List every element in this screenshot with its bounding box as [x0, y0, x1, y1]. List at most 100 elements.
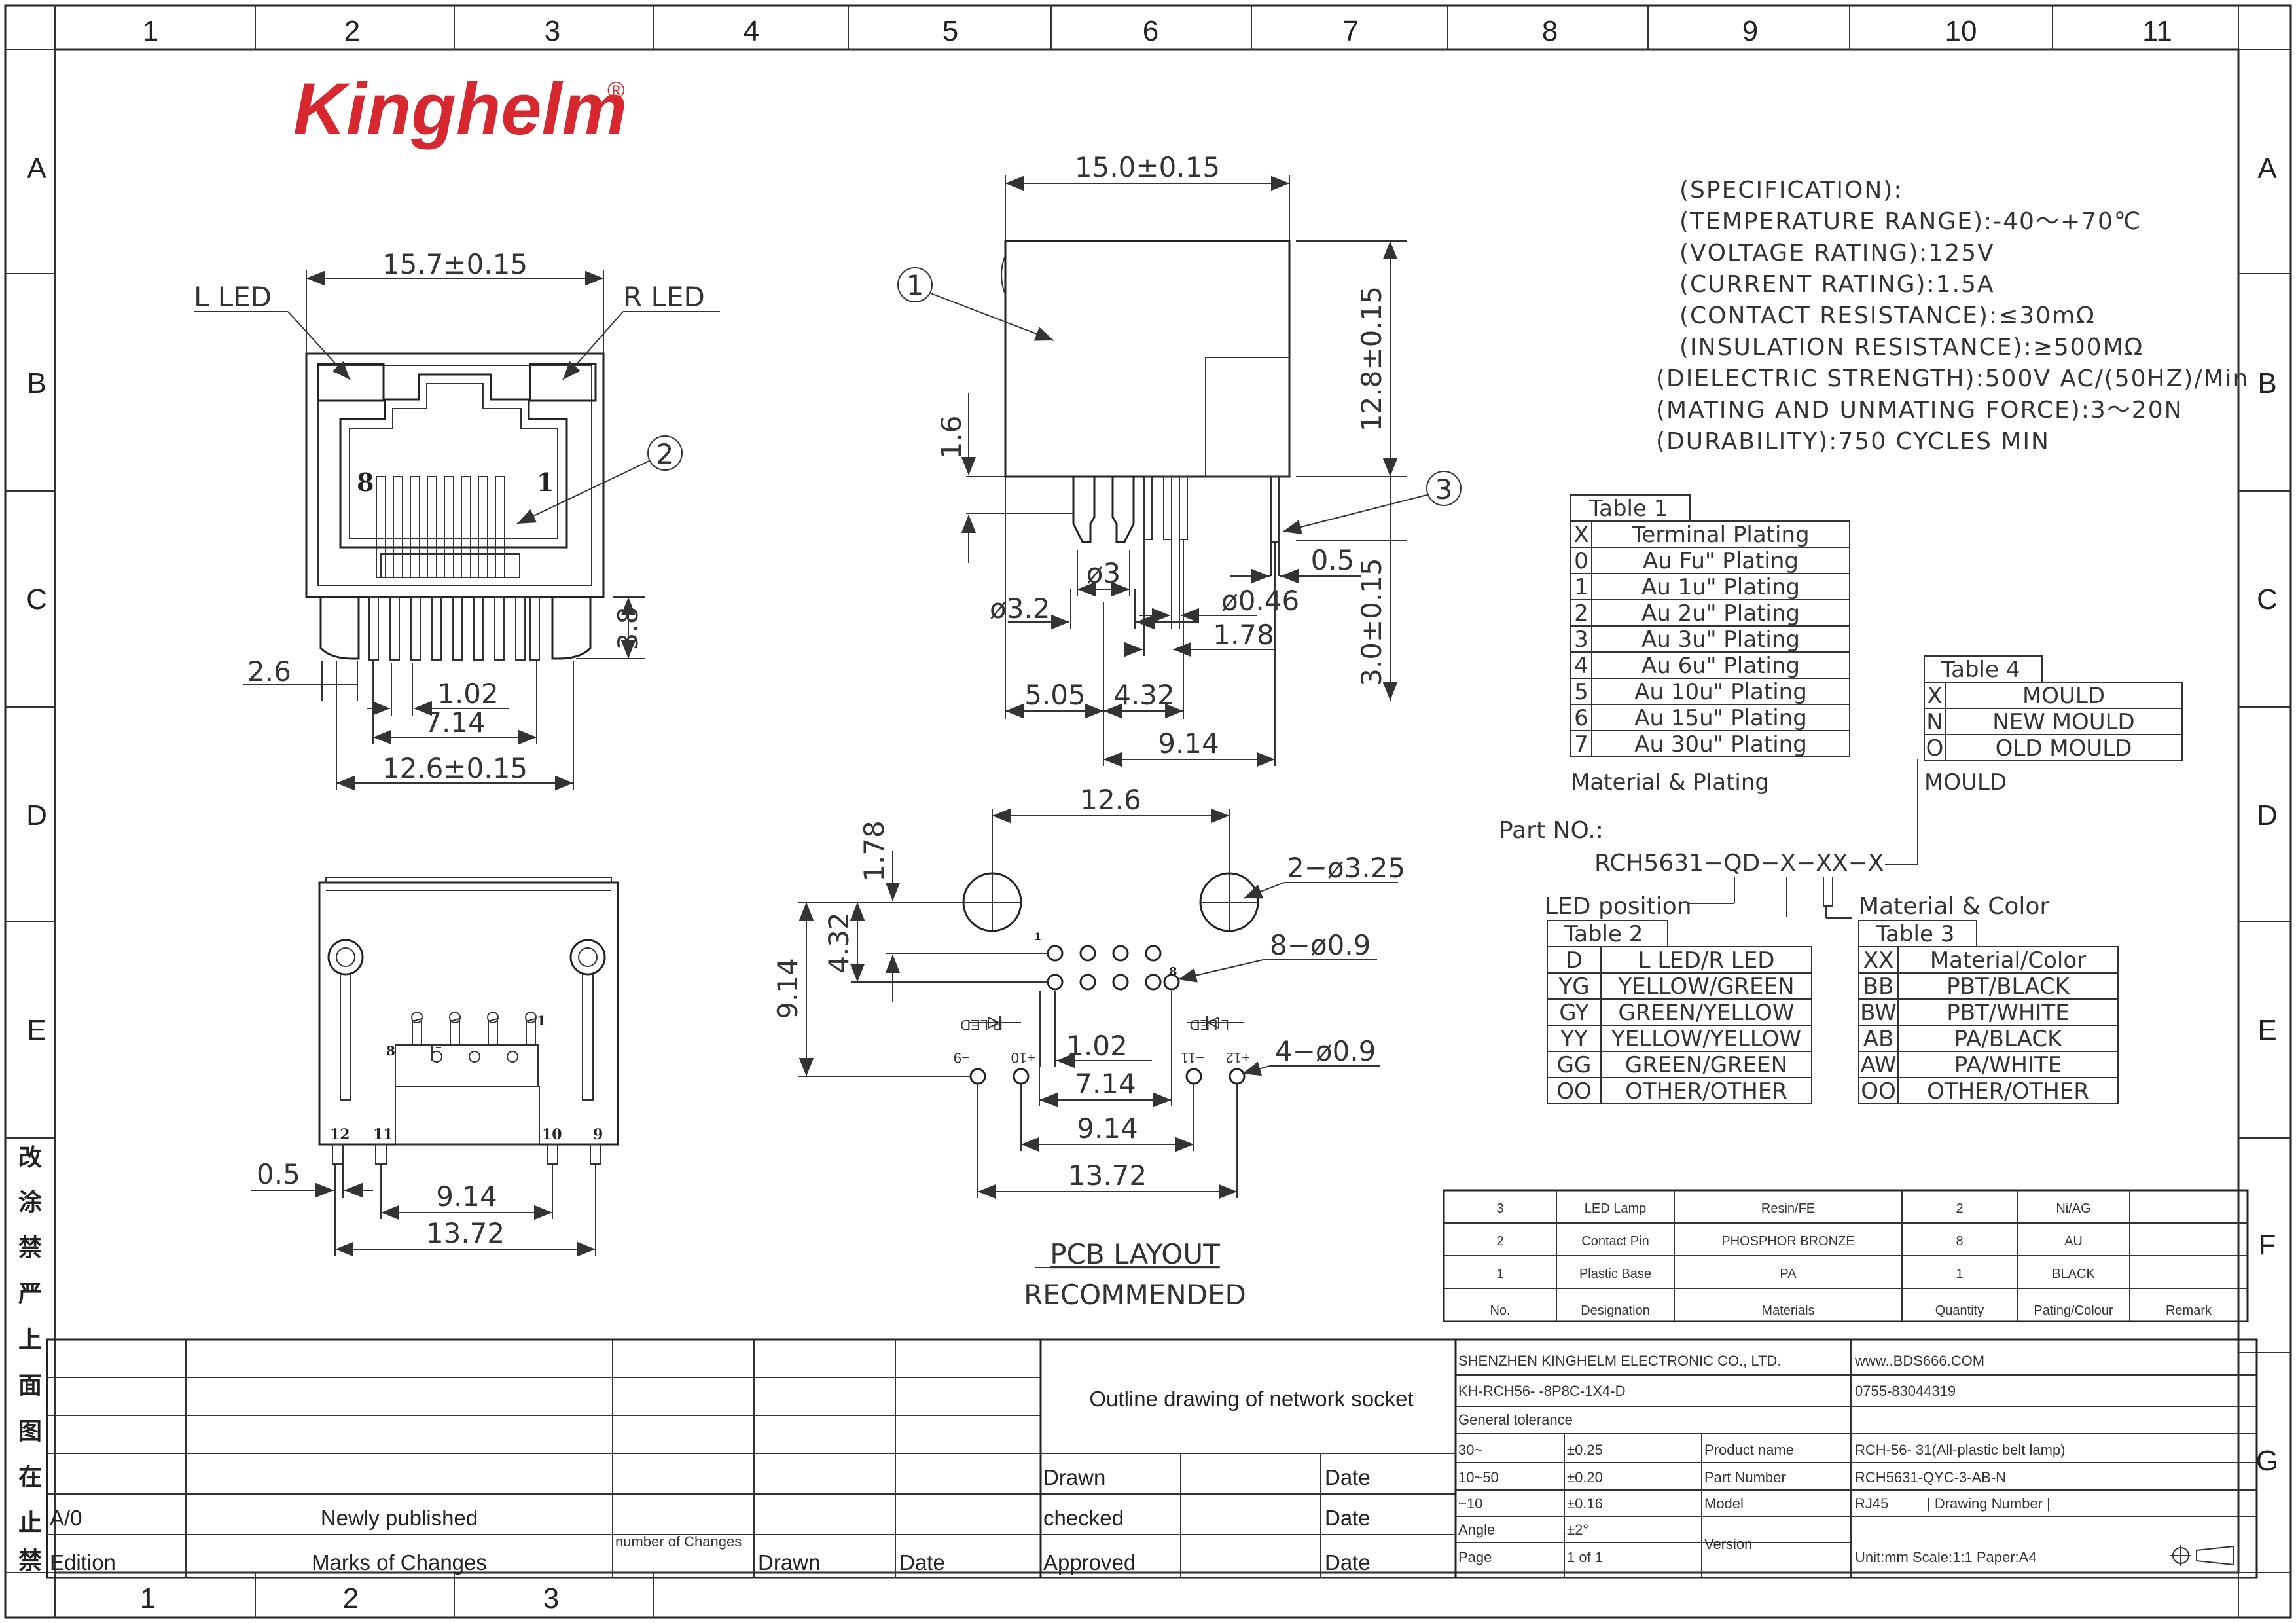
- col-label: 2: [343, 1582, 359, 1614]
- bottom-pin-11: 11: [373, 1126, 393, 1143]
- bottom-pin-8: 8: [386, 1043, 395, 1059]
- material-color-label: Material & Color: [1859, 893, 2049, 920]
- table-3-title: Table 3: [1875, 921, 1954, 947]
- row-label: D: [2257, 799, 2278, 831]
- product-name-label: Product name: [1704, 1442, 1794, 1458]
- kinghelm-logo: Kinghelm: [293, 68, 627, 150]
- part-no-code: RCH5631−QD−X−XX−X: [1594, 850, 1884, 877]
- table-cell: OTHER/OTHER: [1927, 1078, 2089, 1104]
- dim-4-32: 4.32: [1113, 679, 1175, 711]
- bom-cell: BLACK: [2052, 1267, 2095, 1281]
- row-label: D: [26, 799, 47, 831]
- pcb-n10: +10: [1011, 1049, 1035, 1066]
- table-cell: 5: [1574, 679, 1588, 705]
- bom-cell: Plastic Base: [1579, 1267, 1651, 1281]
- dim-15-0: 15.0±0.15: [1075, 151, 1220, 183]
- checked-label: checked: [1043, 1506, 1124, 1530]
- l-led-window: [317, 363, 385, 402]
- r-led-window: [529, 363, 597, 402]
- bom-cell: PA: [1780, 1267, 1797, 1281]
- pcb-dim-7-14: 7.14: [1075, 1068, 1136, 1100]
- grid-top: 1 2 3 4 5 6 7 8 9 10 11: [143, 5, 2172, 50]
- bom-header: Pating/Colour: [2034, 1304, 2113, 1318]
- pcb-dim-9-14: 9.14: [1077, 1112, 1138, 1144]
- spec-line: (INSULATIΟN RESISTANCE):≥500MΩ: [1679, 334, 2144, 361]
- table-cell: GREEN/GREEN: [1625, 1052, 1787, 1078]
- drawn-label: Drawn: [1043, 1465, 1105, 1489]
- spec-line: (SPECIFICATIΟN):: [1679, 177, 1903, 204]
- table-1-caption: Material & Plating: [1571, 769, 1769, 795]
- table-4-caption: MOULD: [1924, 769, 2007, 795]
- col-label: 1: [140, 1582, 156, 1614]
- row-label: G: [2256, 1445, 2278, 1477]
- tol-range: 30~: [1458, 1442, 1482, 1458]
- dim-12-8: 12.8±0.15: [1355, 286, 1388, 431]
- table-cell: Au 1u" Plating: [1641, 574, 1800, 600]
- pcb-dim-1-78: 1.78: [858, 820, 890, 882]
- r-led-symbol-icon: [969, 1016, 1021, 1029]
- part-number-label: Part Number: [1704, 1469, 1786, 1486]
- table-cell: 6: [1574, 705, 1588, 731]
- product-name: RCH-56- 31(All-plastic belt lamp): [1855, 1442, 2066, 1458]
- table-4-title: Table 4: [1941, 657, 2020, 683]
- website: www..BDS666.COM: [1854, 1353, 1984, 1369]
- table-1-title: Table 1: [1588, 496, 1668, 522]
- projection-symbol-icon: [2170, 1545, 2234, 1566]
- table-cell: PA/WHITE: [1954, 1052, 2062, 1078]
- dim-9-14: 9.14: [1158, 727, 1219, 759]
- pcb-dim-9-14v: 9.14: [772, 958, 804, 1019]
- bom-cell: 2: [1496, 1234, 1503, 1249]
- bom-cell: 1: [1496, 1267, 1503, 1281]
- tol-value: ±0.20: [1567, 1469, 1603, 1486]
- table-cell: 2: [1574, 600, 1588, 627]
- table-cell: O: [1926, 735, 1944, 761]
- dim-12-6: 12.6±0.15: [382, 752, 528, 784]
- model-label: Model: [1704, 1495, 1744, 1512]
- table-cell: XX: [1863, 947, 1894, 974]
- table-cell: GY: [1559, 1000, 1589, 1026]
- pcb-l-led-label: L LED: [1190, 1017, 1229, 1033]
- pcb-n12: +12: [1226, 1049, 1250, 1066]
- pcb-layout-title: PCB LAYOUT: [1050, 1238, 1220, 1270]
- table-cell: Au 3u" Plating: [1641, 627, 1800, 653]
- side-char: 止: [18, 1510, 42, 1537]
- phone: 0755-83044319: [1855, 1383, 1956, 1399]
- table-cell: Au 2u" Plating: [1641, 600, 1800, 627]
- bom-cell: PHOSPHOR BRONZE: [1721, 1234, 1854, 1249]
- col-label: 8: [1542, 15, 1558, 47]
- bottom-view: 1 8 12 11 10 9 0.5 9.14 13.72: [251, 877, 619, 1257]
- pcb-dim-12-6: 12.6: [1080, 784, 1141, 816]
- tol-value: ±0.25: [1567, 1442, 1603, 1458]
- col-label: 10: [1945, 15, 1977, 47]
- table-cell: 3: [1574, 627, 1588, 653]
- spec-line: (MATING AND UNMATING FΟRCE):3～20N: [1656, 397, 2183, 424]
- col-label: 4: [744, 15, 759, 47]
- drawn-header: Drawn: [758, 1550, 820, 1575]
- table-cell: Au Fu" Plating: [1643, 548, 1799, 574]
- front-legs: [319, 596, 592, 661]
- table-cell: PA/BLACK: [1954, 1026, 2063, 1052]
- table-cell: Au 10u" Plating: [1634, 679, 1807, 705]
- table-cell: BB: [1863, 974, 1894, 1000]
- table-cell: AB: [1863, 1026, 1894, 1052]
- pcb-led-holes: [969, 1068, 1246, 1085]
- table-cell: NEW MOULD: [1992, 709, 2134, 735]
- bom-header: Materials: [1761, 1304, 1814, 1318]
- table-cell: AW: [1860, 1052, 1896, 1078]
- dim-1-02: 1.02: [437, 678, 499, 710]
- bom-header: Quantity: [1935, 1304, 1984, 1318]
- col-label: 3: [543, 1582, 559, 1614]
- signature-block: Outline drawing of network socket Drawn …: [1039, 1338, 1457, 1579]
- frame: [4, 4, 2292, 1619]
- col-label: 5: [942, 15, 958, 47]
- table-cell: BW: [1860, 1000, 1897, 1026]
- doc-number: KH-RCH56- -8P8C-1X4-D: [1458, 1383, 1626, 1399]
- dim-7-14: 7.14: [424, 706, 486, 739]
- pcb-dim-4-0-9: 4−ø0.9: [1275, 1035, 1376, 1067]
- dim-phi-3: ø3: [1086, 557, 1121, 589]
- tol-range: Angle: [1458, 1522, 1495, 1538]
- side-char: 图: [18, 1418, 42, 1445]
- dim-15-7: 15.7±0.15: [382, 248, 528, 280]
- dim-phi-3-2: ø3.2: [990, 593, 1050, 625]
- drawing-title: Outline drawing of network socket: [1089, 1387, 1413, 1411]
